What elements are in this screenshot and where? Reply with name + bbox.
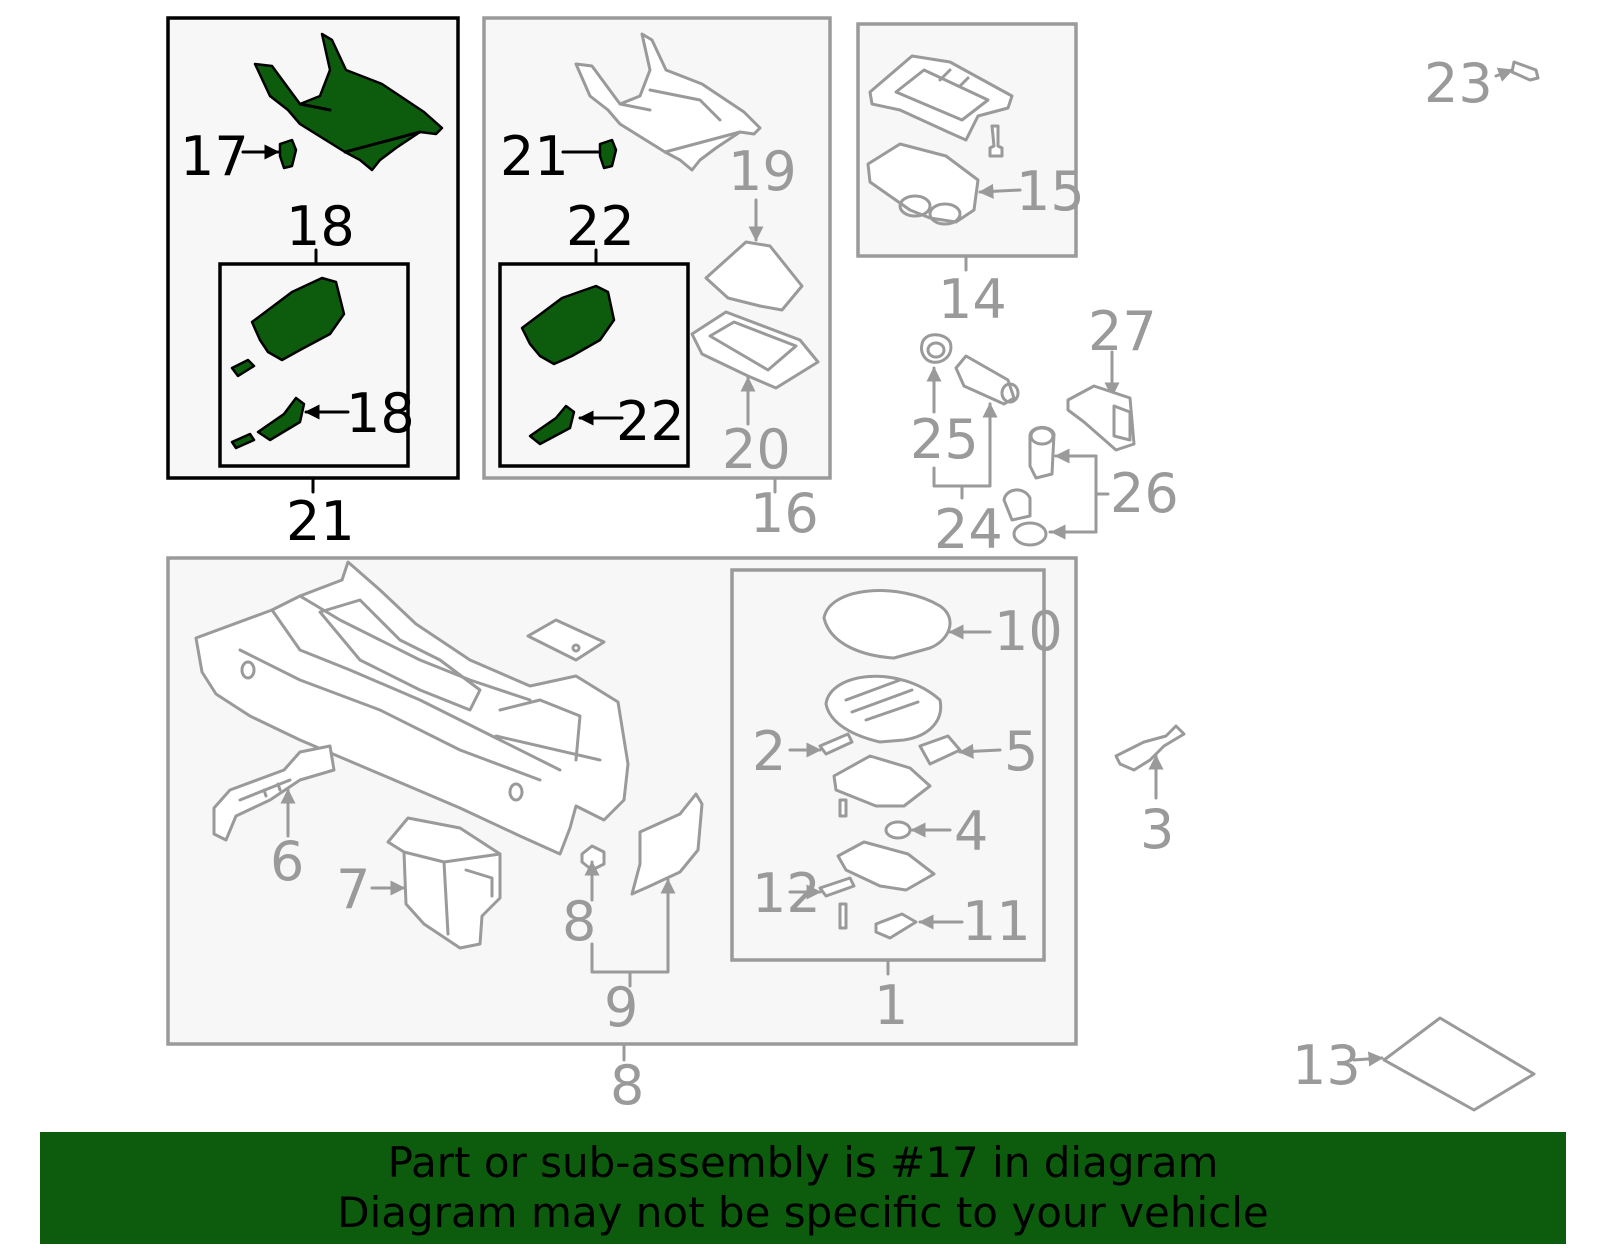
callout-20: 20	[722, 418, 791, 481]
callout-8-upper: 2	[752, 720, 786, 783]
assembly-14-group: 15 14	[856, 22, 1085, 331]
tray-20-part	[690, 310, 820, 390]
base-10-part	[836, 840, 936, 892]
pad-part	[526, 618, 606, 662]
callout-3: 3	[1140, 798, 1174, 861]
clip-18-part	[278, 138, 298, 170]
console-body-part	[194, 560, 630, 856]
assembly-17-group: 17 18 18 21	[166, 16, 460, 553]
callout-12: 8	[562, 890, 596, 953]
cup-holder-trim-part	[868, 54, 1014, 142]
bracket-22-part	[528, 404, 576, 446]
trim-21-part	[520, 284, 616, 366]
shift-boot-part	[704, 240, 804, 312]
shift-bezel-part-outline	[574, 32, 762, 172]
assembly-21-box	[498, 262, 690, 468]
bracket-10-part	[874, 912, 918, 940]
callout-1: 8	[610, 1054, 644, 1117]
callout-24: 24	[934, 498, 1003, 561]
assembly-1-group: 6 7 8 9 8 10 5 2 4 12 11 1	[166, 556, 1078, 1117]
assembly-16-group: 21 22 22 19 20 16	[482, 16, 832, 545]
info-banner: Part or sub-assembly is #17 in diagram D…	[40, 1132, 1566, 1244]
switch-27-part	[1066, 384, 1136, 452]
callout-17: 21	[286, 490, 355, 553]
banner-line-2: Diagram may not be specific to your vehi…	[337, 1188, 1269, 1237]
loose-parts-upper-right: 23 27 25 24 26	[910, 52, 1540, 561]
shift-bezel-part	[253, 32, 444, 172]
screw-part	[230, 358, 256, 378]
callout-21-highlighted: 18	[286, 195, 355, 258]
lighter-24-part	[954, 354, 1016, 406]
callout-25: 25	[910, 408, 979, 471]
hinge-part	[832, 754, 932, 808]
callout-19: 19	[728, 140, 797, 203]
callout-23: 23	[1424, 52, 1493, 115]
bracket-2-part	[212, 744, 336, 842]
callout-5: 1	[874, 974, 908, 1037]
callout-8-lower: 12	[752, 862, 821, 925]
clip-23-part	[1510, 60, 1540, 82]
cap-26-part	[1002, 488, 1032, 522]
screw-part	[838, 798, 848, 818]
callout-27: 27	[1088, 300, 1157, 363]
armrest-7-part	[824, 674, 943, 744]
callout-11: 9	[604, 976, 638, 1039]
callout-18-highlighted: 17	[180, 125, 249, 188]
callout-14: 14	[938, 268, 1007, 331]
callout-21: 22	[566, 195, 635, 258]
clip-8-lower-part	[818, 876, 856, 898]
mat-13-part	[1382, 1016, 1536, 1112]
callout-13: 13	[1292, 1034, 1361, 1097]
callout-10: 11	[962, 890, 1031, 953]
loose-parts-lower-right: 3 13	[1114, 724, 1536, 1112]
screw-part	[988, 124, 1004, 158]
bracket-3-part	[1114, 724, 1186, 772]
callout-4: 7	[336, 858, 370, 921]
callout-7: 5	[1004, 720, 1038, 783]
ring-26-part	[1012, 521, 1048, 547]
banner-line-1: Part or sub-assembly is #17 in diagram	[387, 1138, 1219, 1187]
clip-18-part	[598, 138, 618, 170]
callout-6: 10	[994, 600, 1063, 663]
screw-part	[230, 432, 256, 450]
socket-26-upper-part	[1028, 426, 1056, 480]
callout-2: 6	[270, 830, 304, 893]
clip-8-upper-part	[818, 732, 854, 756]
trim-21-part	[250, 276, 346, 362]
callout-9: 4	[954, 800, 988, 863]
callout-26: 26	[1110, 462, 1179, 525]
callout-16: 16	[750, 482, 819, 545]
ring-9-part	[884, 820, 912, 840]
side-panel-11-part	[630, 792, 704, 896]
screw-part	[838, 902, 848, 930]
armrest-lid-6-part	[822, 589, 952, 660]
callout-22: 22	[616, 390, 685, 453]
callout-18: 21	[500, 125, 569, 188]
callout-22-highlighted: 18	[346, 382, 415, 445]
bracket-22-part	[256, 396, 306, 442]
callout-15: 15	[1016, 160, 1085, 223]
